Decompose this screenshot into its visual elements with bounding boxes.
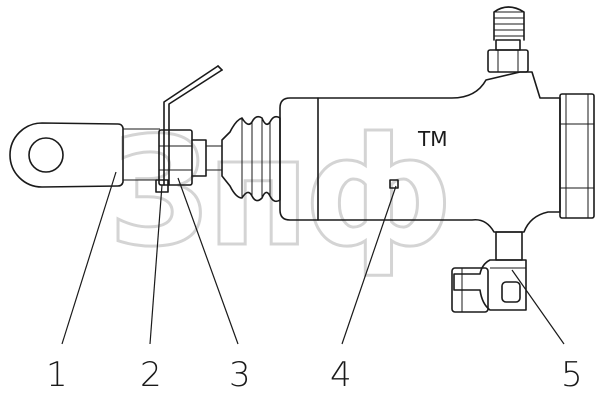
end-cap bbox=[559, 93, 595, 219]
watermark-trademark: TM bbox=[417, 127, 447, 151]
leader-5 bbox=[511, 269, 565, 345]
callout-4: 4 bbox=[330, 355, 352, 395]
callout-1: 1 bbox=[46, 355, 68, 395]
locknut bbox=[158, 129, 222, 186]
leader-3 bbox=[177, 177, 239, 345]
callout-5: 5 bbox=[561, 355, 583, 395]
callout-labels: 1 2 3 4 5 bbox=[46, 355, 583, 395]
leader-1 bbox=[61, 171, 117, 345]
callout-2: 2 bbox=[140, 355, 162, 395]
elbow-fitting bbox=[451, 231, 527, 313]
callout-3: 3 bbox=[229, 355, 251, 395]
body-mark bbox=[389, 179, 399, 189]
retaining-pin bbox=[155, 65, 223, 193]
cylinder-body bbox=[279, 71, 595, 233]
leader-4 bbox=[341, 185, 397, 345]
leader-lines bbox=[61, 171, 565, 345]
leader-2 bbox=[149, 184, 163, 345]
bleed-fitting bbox=[487, 6, 529, 73]
mounting-eye bbox=[9, 122, 160, 188]
eye-hole bbox=[28, 137, 64, 173]
